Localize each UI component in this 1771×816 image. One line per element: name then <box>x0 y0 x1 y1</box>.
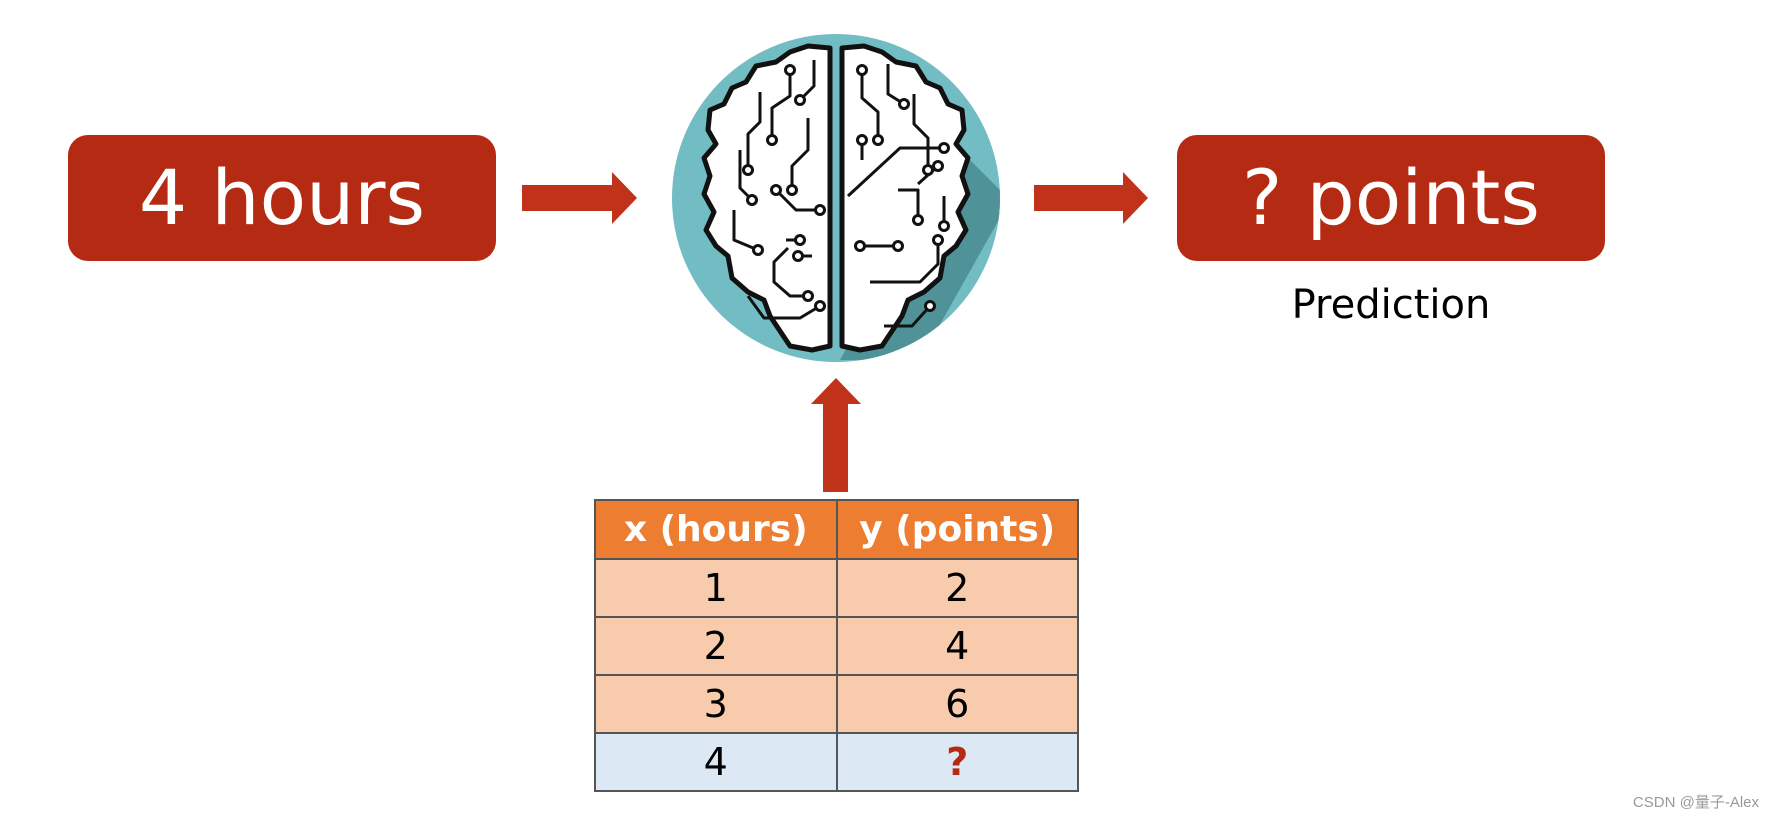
cell-x: 1 <box>594 558 838 618</box>
cell-y: 6 <box>835 674 1079 734</box>
cell-x: 2 <box>594 616 838 676</box>
table-row: 2 4 <box>594 616 1079 676</box>
cell-y: 4 <box>835 616 1079 676</box>
arrow-model-to-output <box>1034 172 1148 224</box>
arrow-input-to-model <box>522 172 637 224</box>
cell-x: 4 <box>594 732 838 792</box>
table-header-row: x (hours) y (points) <box>594 499 1079 560</box>
header-x: x (hours) <box>594 499 838 560</box>
training-data-table: x (hours) y (points) 1 2 2 4 3 6 4 ? <box>594 499 1079 792</box>
watermark: CSDN @量子-Alex <box>1632 794 1759 811</box>
input-label: 4 hours <box>138 153 426 242</box>
input-box: 4 hours <box>68 135 496 261</box>
cell-y-unknown: ? <box>835 732 1079 792</box>
prediction-caption: Prediction <box>1291 282 1491 328</box>
output-label: ? points <box>1242 153 1540 242</box>
table-row: 3 6 <box>594 674 1079 734</box>
header-y: y (points) <box>835 499 1079 560</box>
arrow-data-to-model <box>811 378 861 492</box>
output-box: ? points <box>1177 135 1605 261</box>
cell-x: 3 <box>594 674 838 734</box>
query-row: 4 ? <box>594 732 1079 792</box>
cell-y: 2 <box>835 558 1079 618</box>
table-row: 1 2 <box>594 558 1079 618</box>
